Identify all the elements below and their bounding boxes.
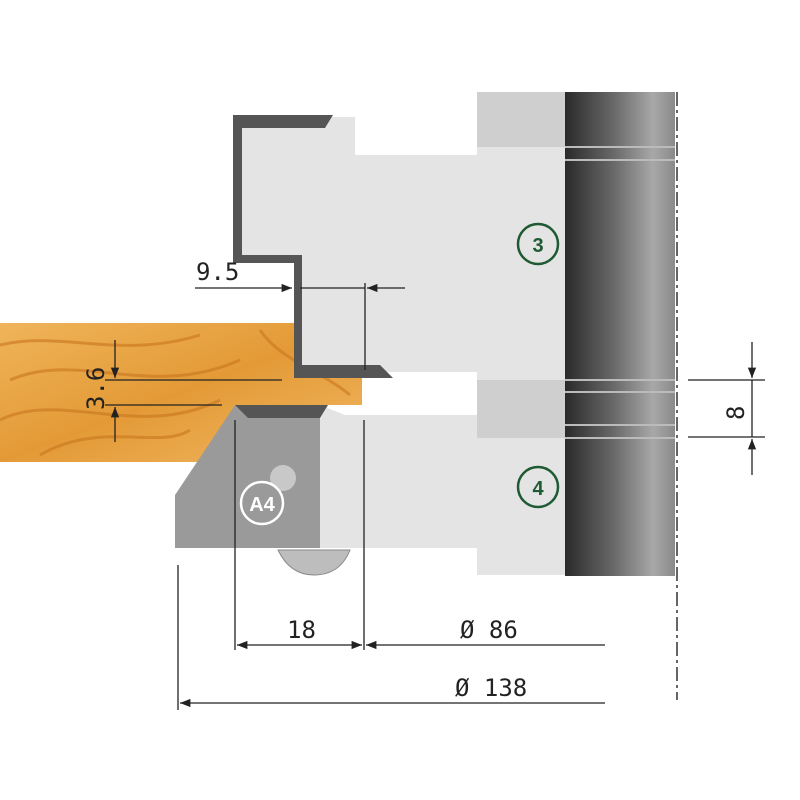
- shaft-grooves: [565, 146, 675, 439]
- dim-inner-diameter-label: Ø 86: [460, 616, 518, 644]
- dim-rebate-width-label: 9.5: [196, 258, 239, 286]
- dim-offset-label: 3.6: [82, 367, 110, 410]
- spacer-upper: [477, 92, 565, 147]
- svg-text:3: 3: [532, 235, 543, 257]
- dim-outer-diameter-label: Ø 138: [455, 674, 527, 702]
- dim-knife-width: [234, 420, 365, 650]
- svg-text:4: 4: [532, 478, 544, 500]
- cutter-body-upper: [235, 92, 565, 380]
- cutter-marker-3: 3: [516, 222, 560, 266]
- insert-a4: [175, 405, 320, 548]
- insert-label: A4: [239, 480, 285, 526]
- svg-text:A4: A4: [249, 494, 275, 516]
- dim-rebate-width: [195, 283, 405, 370]
- shaft: [565, 92, 675, 576]
- cutter-body-lower: [320, 400, 565, 575]
- dim-spacer: [688, 342, 765, 475]
- dim-spacer-label: 8: [722, 406, 750, 420]
- insert-edge: [235, 405, 328, 418]
- spacer-middle: [477, 380, 565, 438]
- wood-workpiece: [0, 323, 362, 462]
- screw-bottom: [277, 549, 351, 576]
- dim-knife-width-label: 18: [287, 616, 316, 644]
- dim-offset: [105, 340, 282, 442]
- screw-head: [270, 465, 296, 491]
- cutter-marker-4: 4: [516, 465, 560, 509]
- dim-outer-diameter: [177, 565, 605, 710]
